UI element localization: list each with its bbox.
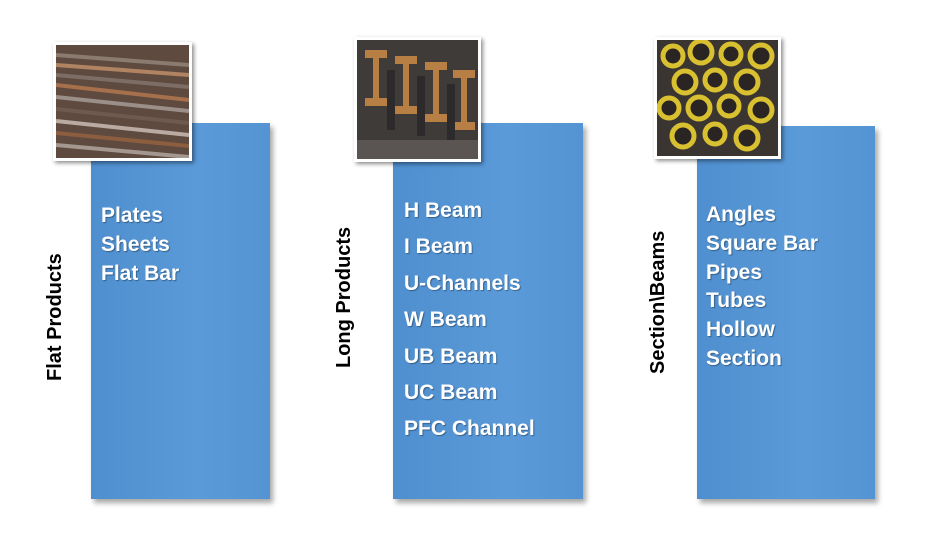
list-item: Flat Bar xyxy=(101,262,180,285)
list-item: Hollow xyxy=(706,318,775,342)
list-item: UC Beam xyxy=(404,381,498,405)
list-item: U-Channels xyxy=(404,271,521,295)
category-label-flat-products: Flat Products xyxy=(44,253,66,381)
product-card-long: H Beam I Beam U-Channels W Beam UB Beam … xyxy=(393,123,583,499)
category-label-section-beams: Section\Beams xyxy=(647,230,669,374)
list-item: Tubes xyxy=(706,289,767,313)
category-label-long-products: Long Products xyxy=(333,226,355,368)
list-item: I Beam xyxy=(404,235,473,259)
list-item: H Beam xyxy=(404,199,483,222)
item-list: H Beam I Beam U-Channels W Beam UB Beam … xyxy=(404,193,535,448)
steel-pipes-image xyxy=(654,37,781,159)
list-item: Plates xyxy=(101,204,163,227)
list-item: Sheets xyxy=(101,233,170,256)
list-item: UB Beam xyxy=(404,344,498,368)
steel-plates-image xyxy=(53,42,192,161)
list-item: Angles xyxy=(706,203,777,226)
product-card-flat: Plates Sheets Flat Bar xyxy=(91,123,270,499)
list-item: Square Bar xyxy=(706,231,819,255)
list-item: Pipes xyxy=(706,260,763,284)
list-item: W Beam xyxy=(404,308,487,332)
item-list: Plates Sheets Flat Bar xyxy=(101,201,179,288)
list-item: PFC Channel xyxy=(404,417,535,441)
list-item: Section xyxy=(706,346,782,370)
steel-beams-image xyxy=(354,37,481,162)
item-list: Angles Square Bar Pipes Tubes Hollow Sec… xyxy=(706,201,818,374)
product-card-section: Angles Square Bar Pipes Tubes Hollow Sec… xyxy=(697,126,875,499)
